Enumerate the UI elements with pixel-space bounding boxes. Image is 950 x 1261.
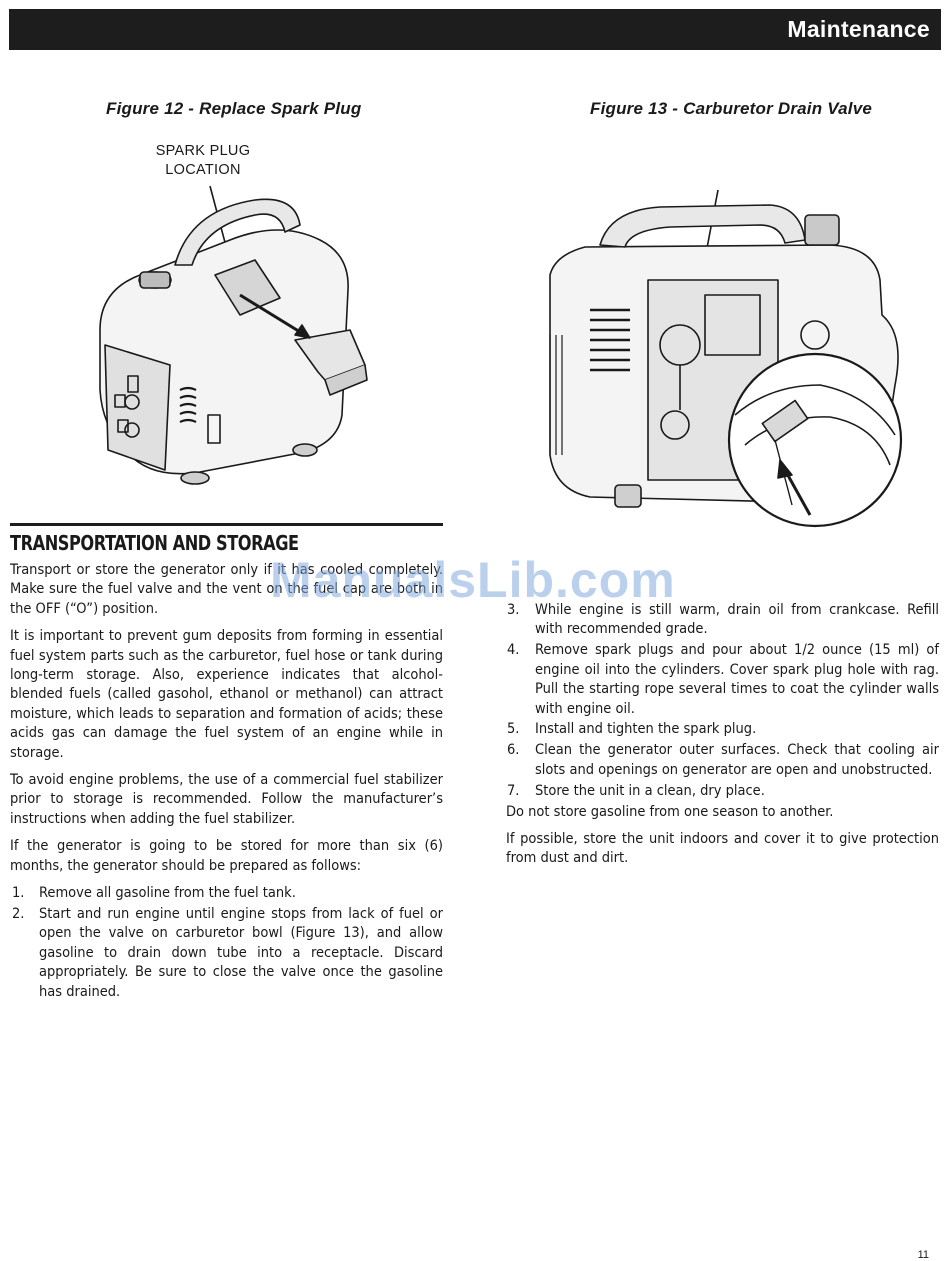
page-number: 11 <box>917 1249 929 1261</box>
list-item: 4.Remove spark plugs and pour about 1/2 … <box>507 642 939 717</box>
list-item: 2.Start and run engine until engine stop… <box>12 906 443 1000</box>
figure-12-generator-illustration <box>99 185 368 485</box>
side-vents <box>590 308 630 372</box>
drain-valve <box>761 399 809 443</box>
carry-handle <box>174 198 301 266</box>
paragraph: If the generator is going to be stored f… <box>10 838 443 874</box>
list-item: 3.While engine is still warm, drain oil … <box>507 602 939 638</box>
spark-plug-location-label: SPARK PLUG LOCATION <box>138 142 268 180</box>
foot <box>614 484 642 508</box>
spark-label-line-2: LOCATION <box>165 162 241 178</box>
figure-12-caption: Figure 12 - Replace Spark Plug <box>106 99 362 118</box>
list-item: 6.Clean the generator outer surfaces. Ch… <box>507 742 939 778</box>
carry-handle <box>599 204 806 248</box>
foot <box>180 471 210 485</box>
figure-13-carburetor-illustration <box>549 189 903 528</box>
paragraph: Transport or store the generator only if… <box>10 562 443 617</box>
list-item: 5.Install and tighten the spark plug. <box>507 721 757 738</box>
watermark: ManualsLib.com <box>270 552 676 608</box>
paragraph: It is important to prevent gum deposits … <box>10 628 443 761</box>
zoom-callout <box>727 352 903 528</box>
section-title: Maintenance <box>787 16 930 42</box>
paragraph: If possible, store the unit indoors and … <box>506 830 939 867</box>
right-column: 3.While engine is still warm, drain oil … <box>506 601 939 877</box>
arrow-icon <box>294 324 311 339</box>
section-divider <box>10 523 443 526</box>
spark-plug-cover-recess <box>214 259 281 316</box>
storage-steps-list-continued: 3.While engine is still warm, drain oil … <box>506 601 939 801</box>
section-heading: TRANSPORTATION AND STORAGE <box>10 531 299 555</box>
label-sticker <box>207 414 221 444</box>
left-column: Transport or store the generator only if… <box>10 561 443 1004</box>
storage-steps-list: 1.Remove all gasoline from the fuel tank… <box>10 884 443 1002</box>
paragraph: Do not store gasoline from one season to… <box>506 803 834 820</box>
side-vents <box>179 386 197 423</box>
spark-label-line-1: SPARK PLUG <box>155 143 251 159</box>
header-bar: Maintenance <box>9 9 941 50</box>
figure-13-caption: Figure 13 - Carburetor Drain Valve <box>590 99 873 118</box>
foot <box>292 443 318 457</box>
arrow-icon <box>777 459 793 479</box>
paragraph: To avoid engine problems, the use of a c… <box>10 772 443 827</box>
fuel-cap <box>804 214 840 246</box>
list-item: 1.Remove all gasoline from the fuel tank… <box>12 885 296 902</box>
list-item: 7.Store the unit in a clean, dry place. <box>507 782 765 799</box>
